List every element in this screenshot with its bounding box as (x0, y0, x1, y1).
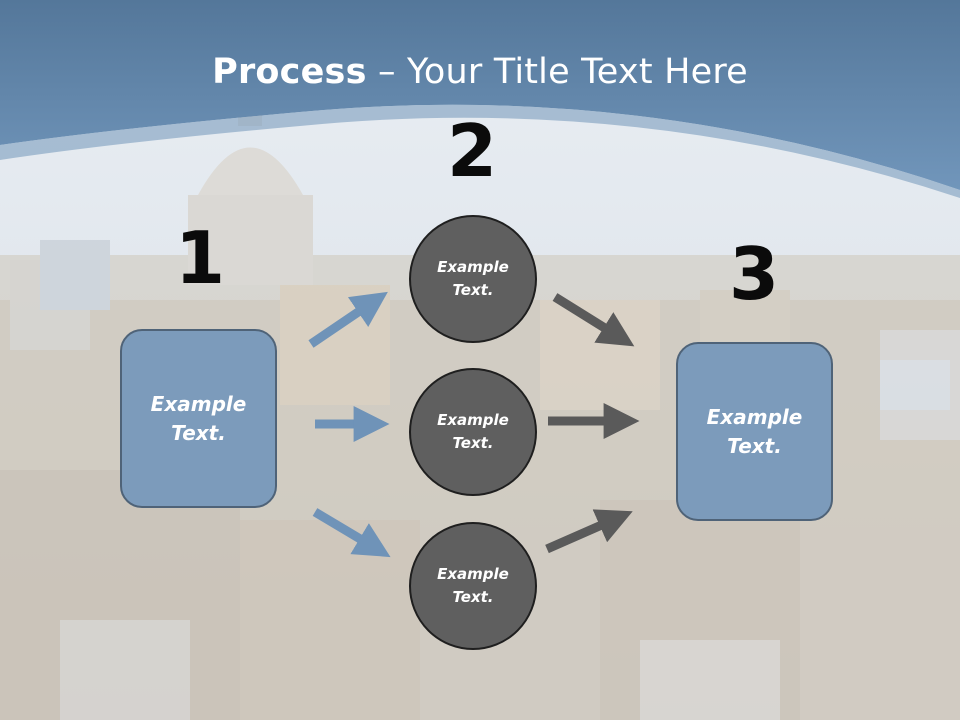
arrow-left-to-bottom (312, 508, 391, 558)
title-bold: Process (212, 52, 367, 92)
slide-title: Process – Your Title Text Here (0, 52, 960, 92)
arrow-top-to-right (552, 293, 635, 347)
process-box-start: Example Text. (120, 329, 277, 508)
step-circle-1: Example Text. (409, 215, 537, 343)
step-number-1: 1 (174, 216, 226, 300)
step-number-3: 3 (728, 232, 780, 316)
process-box-end: Example Text. (676, 342, 833, 521)
step-circle-2: Example Text. (409, 368, 537, 496)
step-circle-1-label: Example Text. (437, 258, 509, 299)
process-box-end-label: Example Text. (706, 404, 803, 458)
step-circle-2-label: Example Text. (437, 411, 509, 452)
title-rest: – Your Title Text Here (366, 52, 748, 92)
step-circle-3-label: Example Text. (437, 565, 509, 606)
process-box-start-label: Example Text. (150, 391, 247, 445)
arrow-bottom-to-right (545, 509, 633, 554)
step-circle-3: Example Text. (409, 522, 537, 650)
step-number-2: 2 (446, 109, 498, 193)
arrow-left-to-top (308, 291, 388, 348)
